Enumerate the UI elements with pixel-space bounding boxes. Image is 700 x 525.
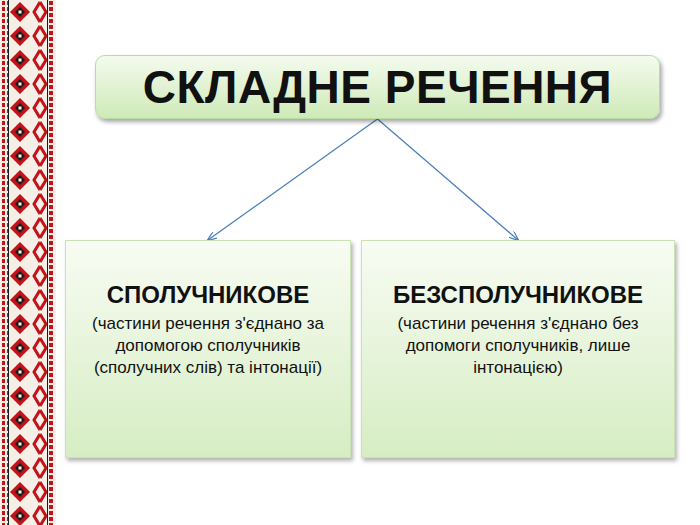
connector-arrow [208, 119, 378, 240]
category-box: БЕЗСПОЛУЧНИКОВЕ (частини речення з'єднано… [361, 240, 675, 458]
box-heading: БЕЗСПОЛУЧНИКОВЕ [393, 281, 643, 309]
box-description: (частини речення з'єднано за допомогою с… [74, 313, 342, 379]
box-heading: СПОЛУЧНИКОВЕ [107, 281, 310, 309]
connector-arrow [378, 119, 519, 240]
box-description: (частини речення з'єднано без допомоги с… [370, 313, 666, 379]
embroidery-band [0, 0, 56, 525]
root-box: СКЛАДНЕ РЕЧЕННЯ [95, 55, 660, 119]
category-box: СПОЛУЧНИКОВЕ (частини речення з'єднано за… [65, 240, 351, 458]
title-text: СКЛАДНЕ РЕЧЕННЯ [143, 60, 612, 114]
